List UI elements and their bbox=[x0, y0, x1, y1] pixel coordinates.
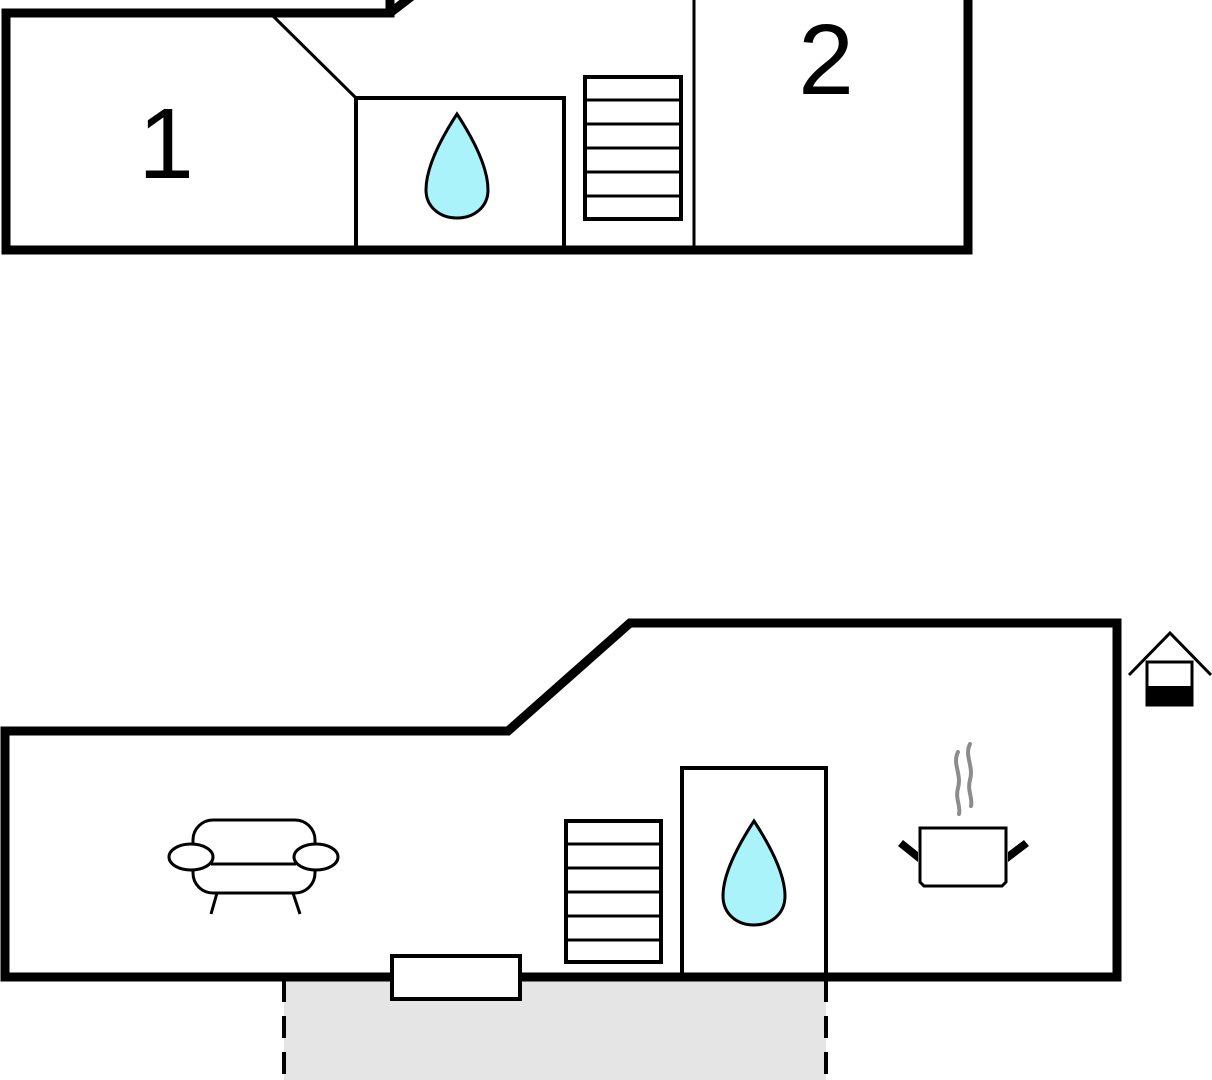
cooking-pot-icon bbox=[898, 742, 1029, 888]
staircase-icon bbox=[564, 819, 663, 964]
upper-diagonal-wall bbox=[270, 13, 358, 100]
sofa-icon bbox=[167, 818, 340, 915]
ground-floor bbox=[0, 618, 1212, 1080]
upper-floor-roof-slope bbox=[387, 0, 415, 17]
upper-bathroom bbox=[354, 96, 566, 250]
room-number-1: 1 bbox=[138, 88, 194, 200]
ground-bathroom bbox=[680, 766, 828, 977]
ground-floor-outer-wall bbox=[0, 618, 1122, 982]
water-drop-icon bbox=[424, 111, 490, 220]
door-mat-icon bbox=[390, 954, 522, 1001]
upper-floor: 1 2 bbox=[1, 0, 973, 255]
room-number-2: 2 bbox=[798, 4, 854, 116]
terrace-area bbox=[284, 980, 826, 1080]
water-drop-icon bbox=[721, 818, 787, 927]
staircase-icon bbox=[583, 75, 683, 221]
entrance-house-icon bbox=[1127, 630, 1212, 707]
